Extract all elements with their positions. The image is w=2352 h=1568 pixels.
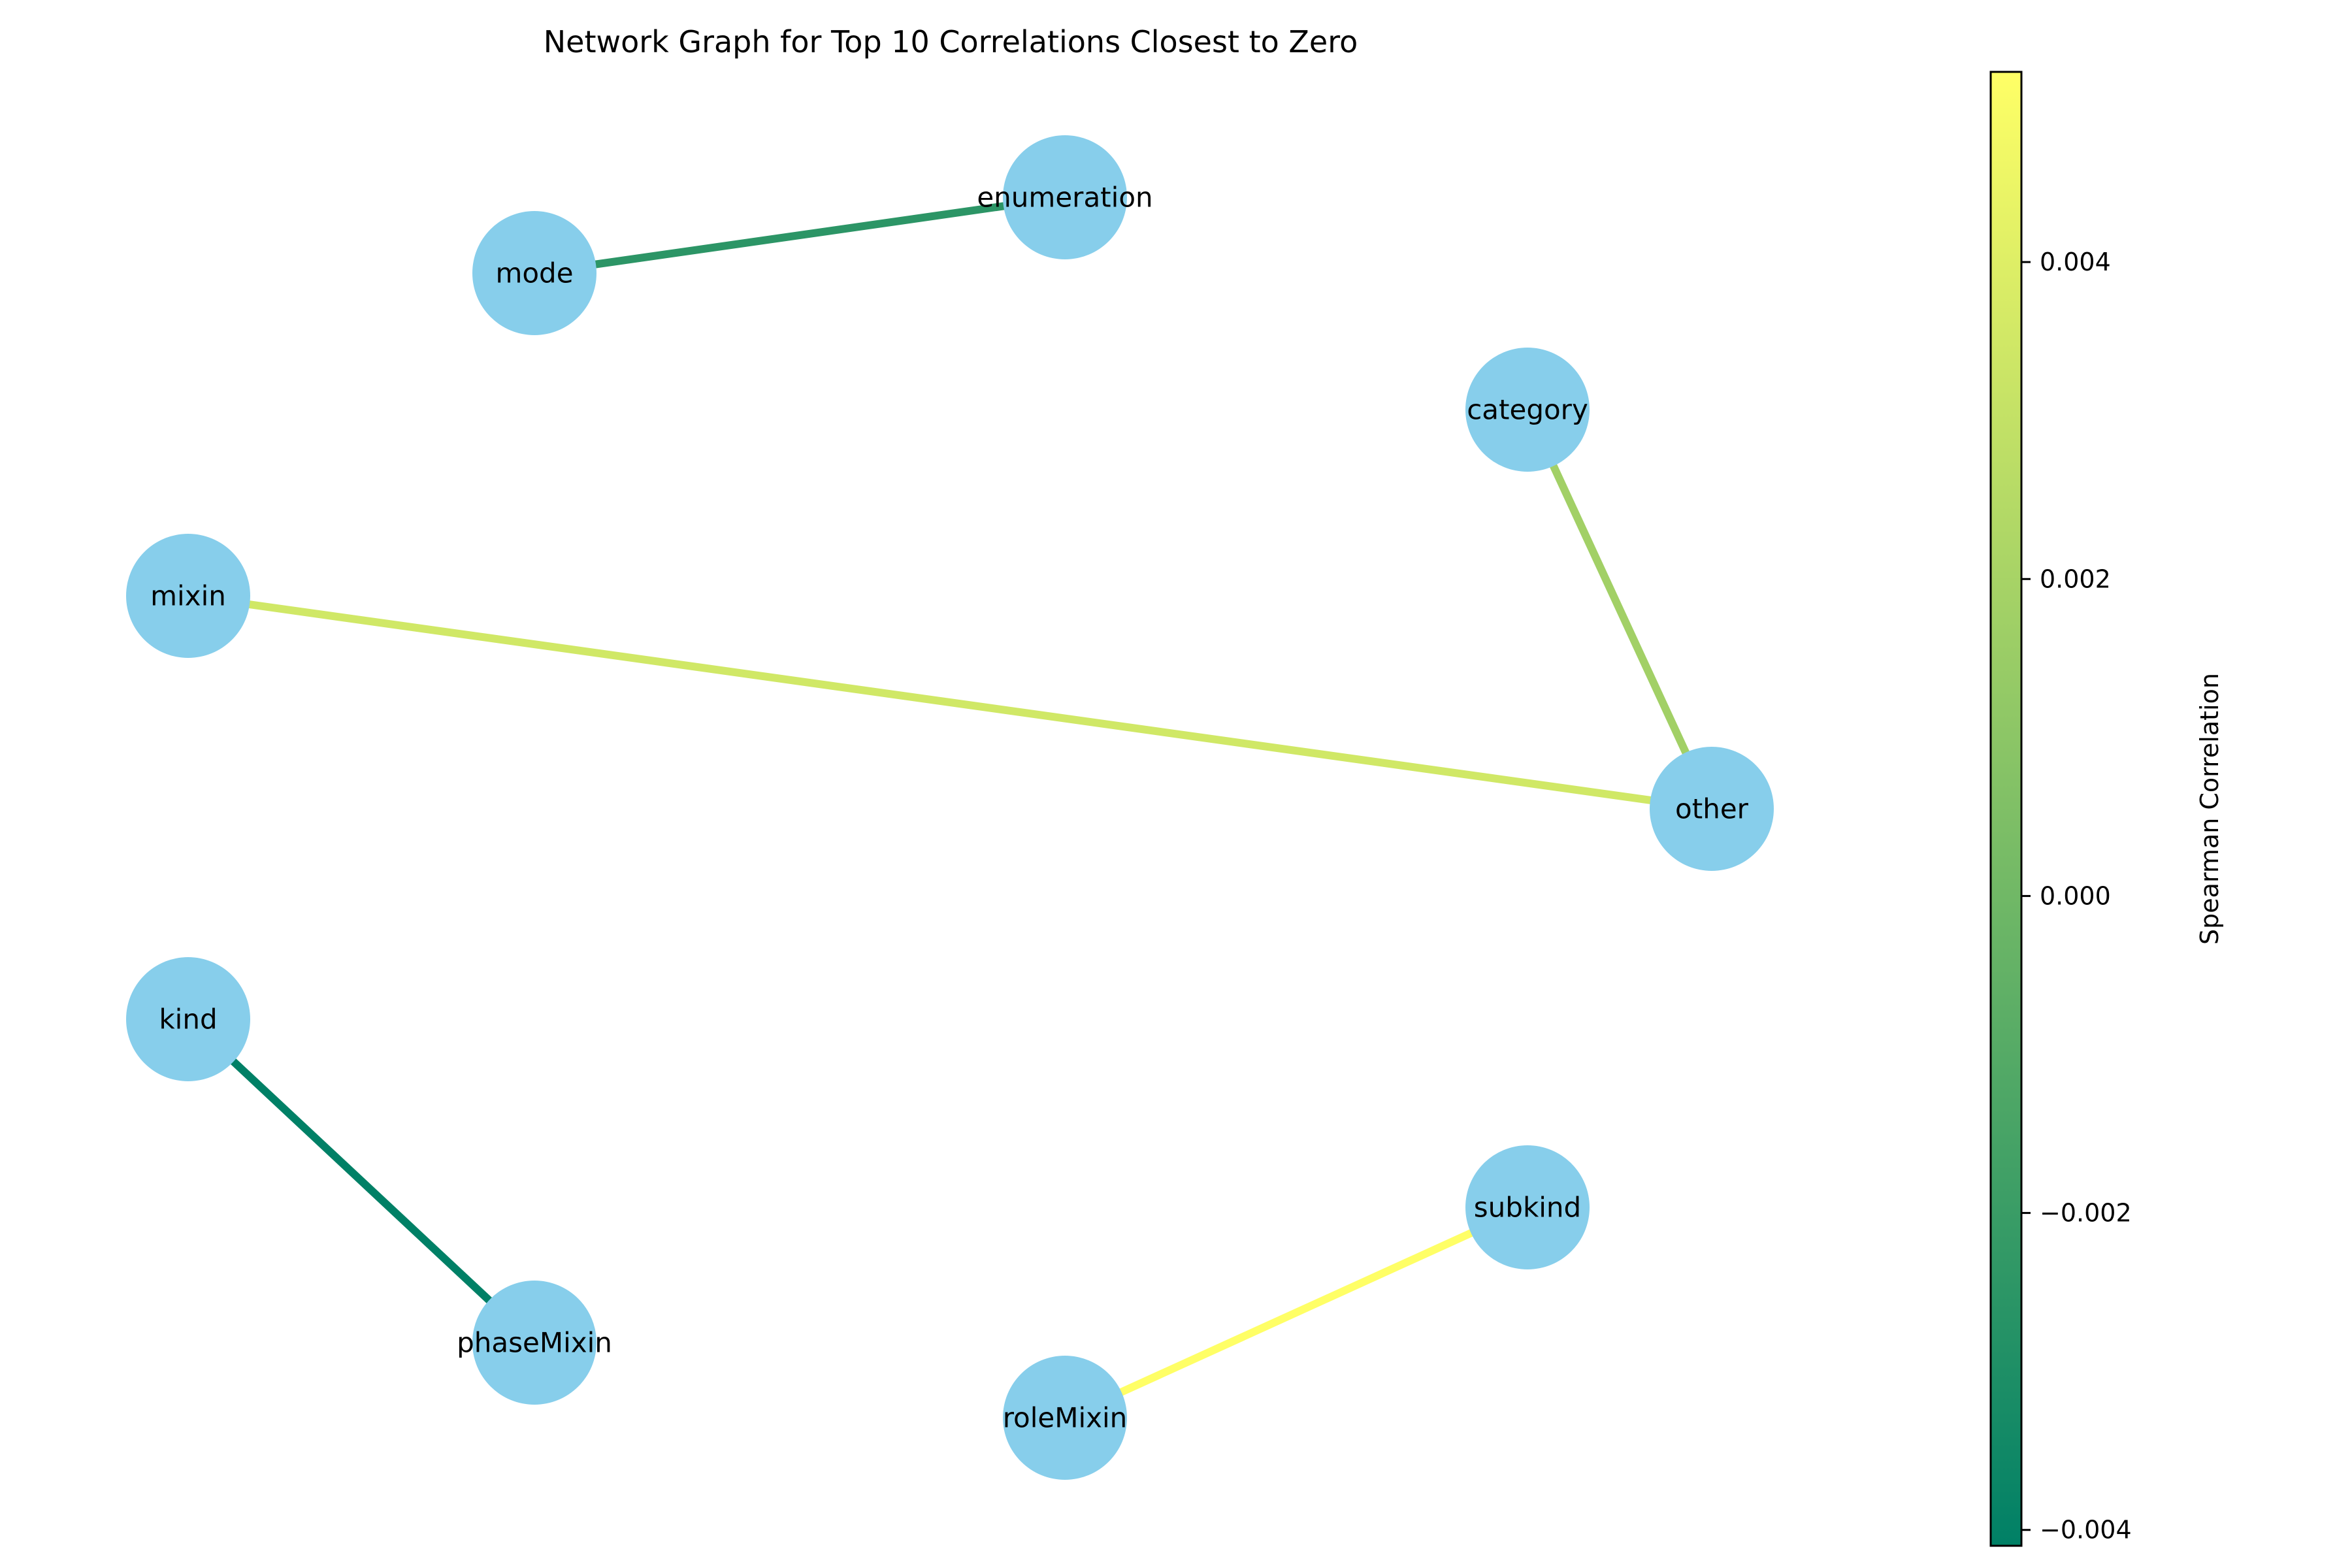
edge-kind-phaseMixin [185,1016,538,1346]
node-circle-mixin [126,534,250,658]
edges [185,193,1716,1422]
node-kind: kind [126,957,250,1081]
edge-mixin-other [188,592,1712,813]
node-roleMixin: roleMixin [1003,1356,1128,1480]
node-label-phaseMixin: phaseMixin [457,1327,612,1359]
node-label-enumeration: enumeration [977,182,1152,214]
edge-mode-enumeration [534,193,1066,277]
node-circle-kind [126,957,250,1081]
colorbar: −0.004 −0.002 0.000 0.002 0.004 Spearman Cor… [1989,71,2224,1547]
node-subkind: subkind [1465,1145,1590,1269]
edge-roleMixin-subkind [1063,1203,1529,1422]
edge-category-other [1524,408,1716,811]
colorbar-tick-label: 0.002 [2040,564,2111,593]
node-mixin: mixin [126,534,250,658]
chart-title: Network Graph for Top 10 Correlations Cl… [544,24,1358,59]
node-phaseMixin: phaseMixin [457,1281,612,1405]
node-enumeration: enumeration [977,135,1153,259]
nodes: mode enumeration category mixin other kind sub… [126,135,1774,1480]
node-circle-category [1465,348,1590,472]
node-label-other: other [1675,793,1749,825]
node-circle-mode [472,211,596,335]
node-circle-other [1650,747,1774,871]
colorbar-tick-label: 0.000 [2040,881,2111,910]
node-label-category: category [1467,394,1588,426]
colorbar-label: Spearman Correlation [2195,673,2224,945]
node-other: other [1650,747,1774,871]
colorbar-gradient [1989,71,2023,1547]
node-label-mode: mode [495,257,573,289]
node-label-mixin: mixin [150,580,226,612]
node-circle-subkind [1465,1145,1590,1269]
node-label-kind: kind [159,1004,217,1036]
node-circle-roleMixin [1003,1356,1127,1480]
node-circle-phaseMixin [472,1281,596,1405]
colorbar-tick-label: −0.002 [2040,1199,2132,1228]
node-category: category [1465,348,1590,472]
node-label-roleMixin: roleMixin [1003,1402,1128,1434]
colorbar-tick-label: 0.004 [2040,248,2111,276]
node-label-subkind: subkind [1474,1192,1581,1224]
colorbar-tick-label: −0.004 [2040,1516,2132,1544]
node-mode: mode [472,211,596,335]
node-circle-enumeration [1003,135,1127,259]
colorbar-ticks: −0.004 −0.002 0.000 0.002 0.004 [2021,248,2132,1544]
